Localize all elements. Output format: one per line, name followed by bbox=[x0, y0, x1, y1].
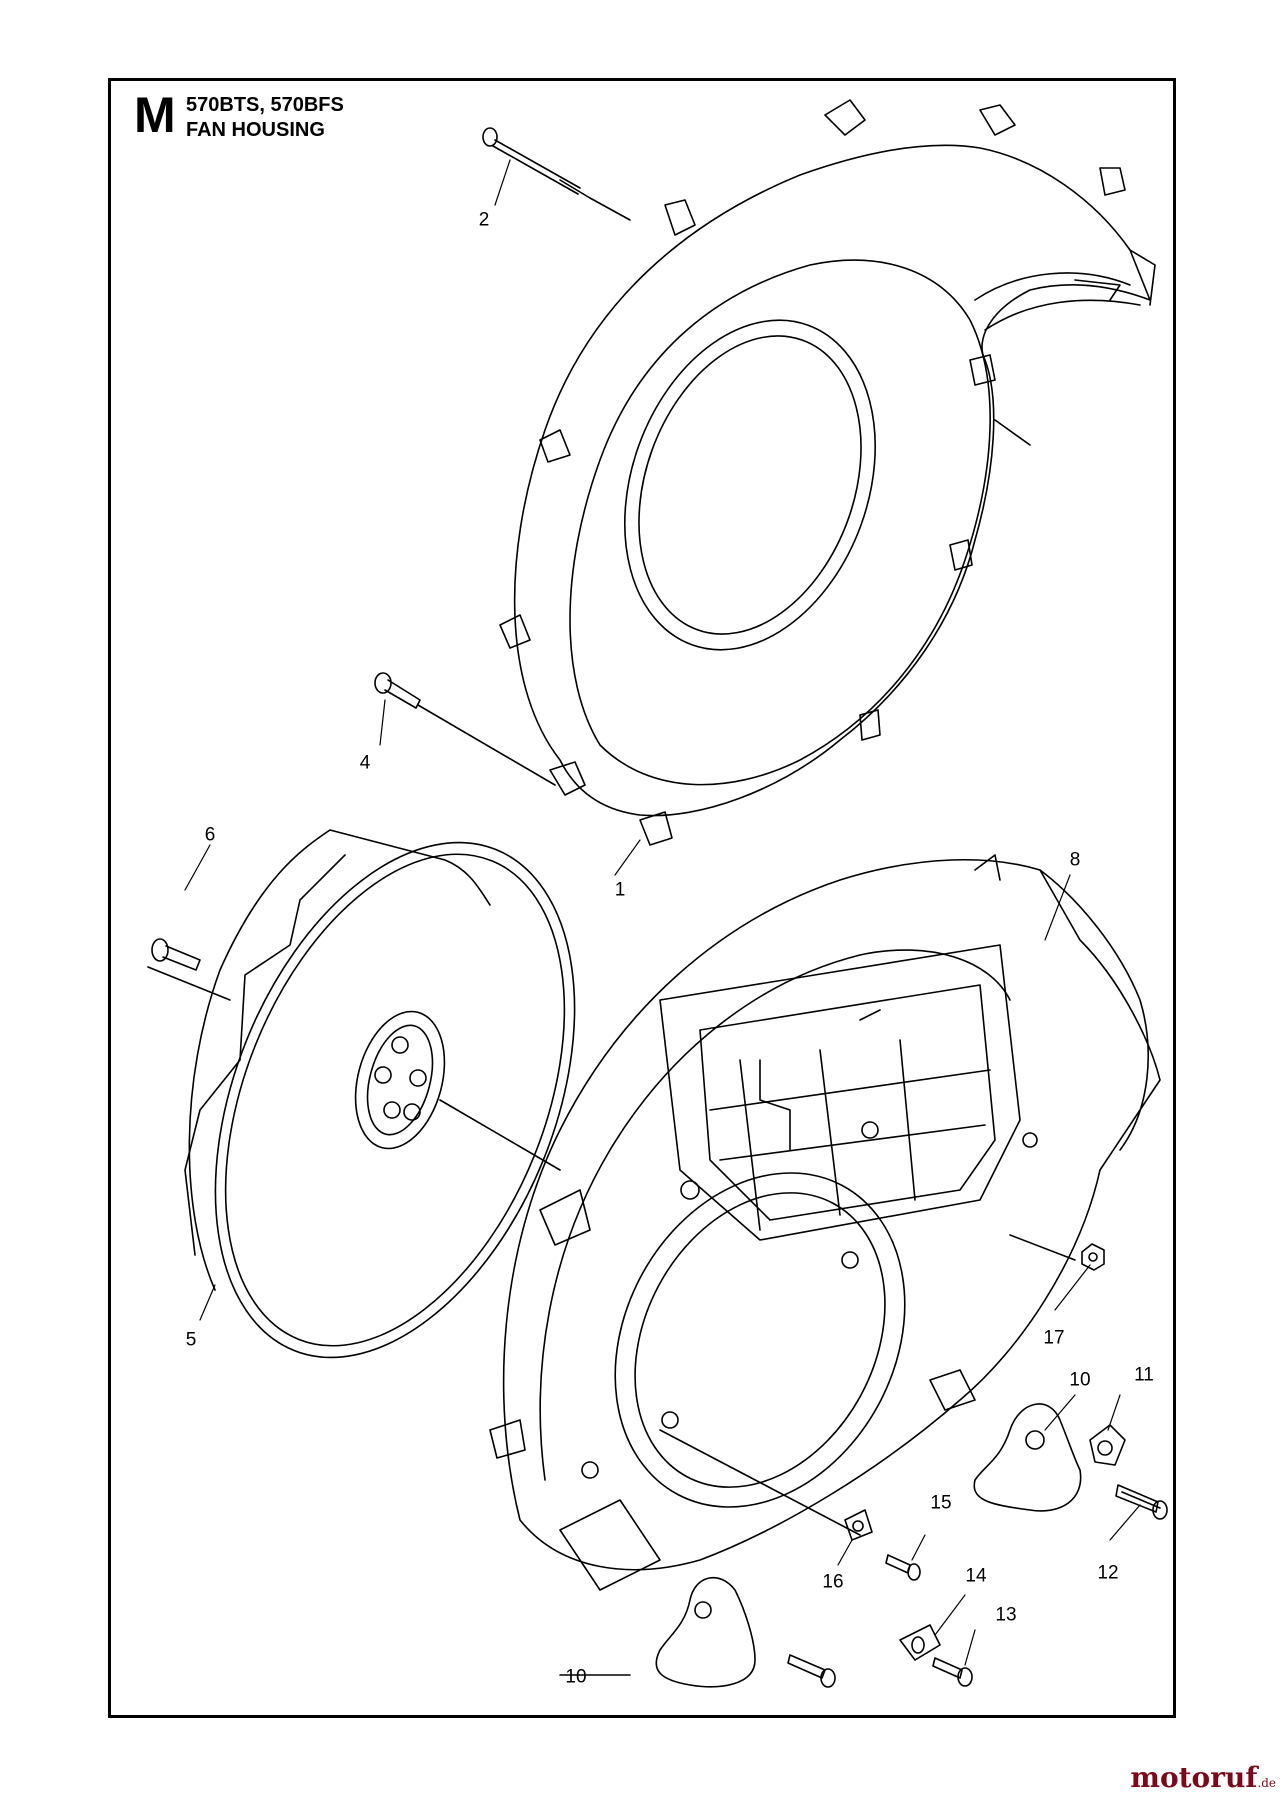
clip-14 bbox=[899, 1624, 941, 1661]
callout-6: 6 bbox=[204, 824, 216, 846]
callout-15: 15 bbox=[930, 1492, 952, 1514]
mounting-foot-upper bbox=[973, 1403, 1082, 1512]
callout-5: 5 bbox=[185, 1329, 197, 1351]
drawing-frame bbox=[108, 78, 1176, 1718]
nut-17 bbox=[1081, 1243, 1105, 1271]
leader-lines bbox=[184, 159, 1141, 1666]
callout-1: 1 bbox=[614, 879, 626, 901]
callout-11: 11 bbox=[1134, 1364, 1154, 1386]
callout-10-upper: 10 bbox=[1069, 1369, 1091, 1391]
screw-12 bbox=[1115, 1484, 1168, 1520]
section-letter: M bbox=[134, 87, 176, 143]
long-bolt bbox=[482, 127, 631, 221]
clip-16 bbox=[844, 1509, 873, 1541]
fan-housing-cover bbox=[499, 99, 1156, 846]
diagram-title: FAN HOUSING bbox=[186, 119, 325, 141]
callout-2: 2 bbox=[478, 209, 490, 231]
screw-15 bbox=[885, 1554, 921, 1581]
callout-17: 17 bbox=[1043, 1327, 1065, 1349]
callout-12: 12 bbox=[1097, 1562, 1119, 1584]
mounting-foot-lower bbox=[559, 1576, 756, 1688]
rear-fan-housing bbox=[489, 854, 1161, 1591]
callout-8: 8 bbox=[1069, 849, 1081, 871]
fan-wheel bbox=[184, 829, 576, 1359]
clamp-11 bbox=[1089, 1424, 1126, 1466]
screw-4 bbox=[374, 672, 556, 786]
hex-bolt-6 bbox=[147, 938, 231, 1001]
motoruf-watermark: motoruf.de bbox=[1130, 1761, 1276, 1794]
callout-10-lower: 10 bbox=[565, 1666, 587, 1688]
callout-14: 14 bbox=[965, 1565, 987, 1587]
screw-13 bbox=[932, 1657, 973, 1687]
screw-lower-foot bbox=[787, 1654, 836, 1688]
model-numbers: 570BTS, 570BFS bbox=[186, 94, 344, 116]
callout-13: 13 bbox=[995, 1604, 1017, 1626]
callout-16: 16 bbox=[822, 1571, 844, 1593]
callout-4: 4 bbox=[359, 752, 371, 774]
